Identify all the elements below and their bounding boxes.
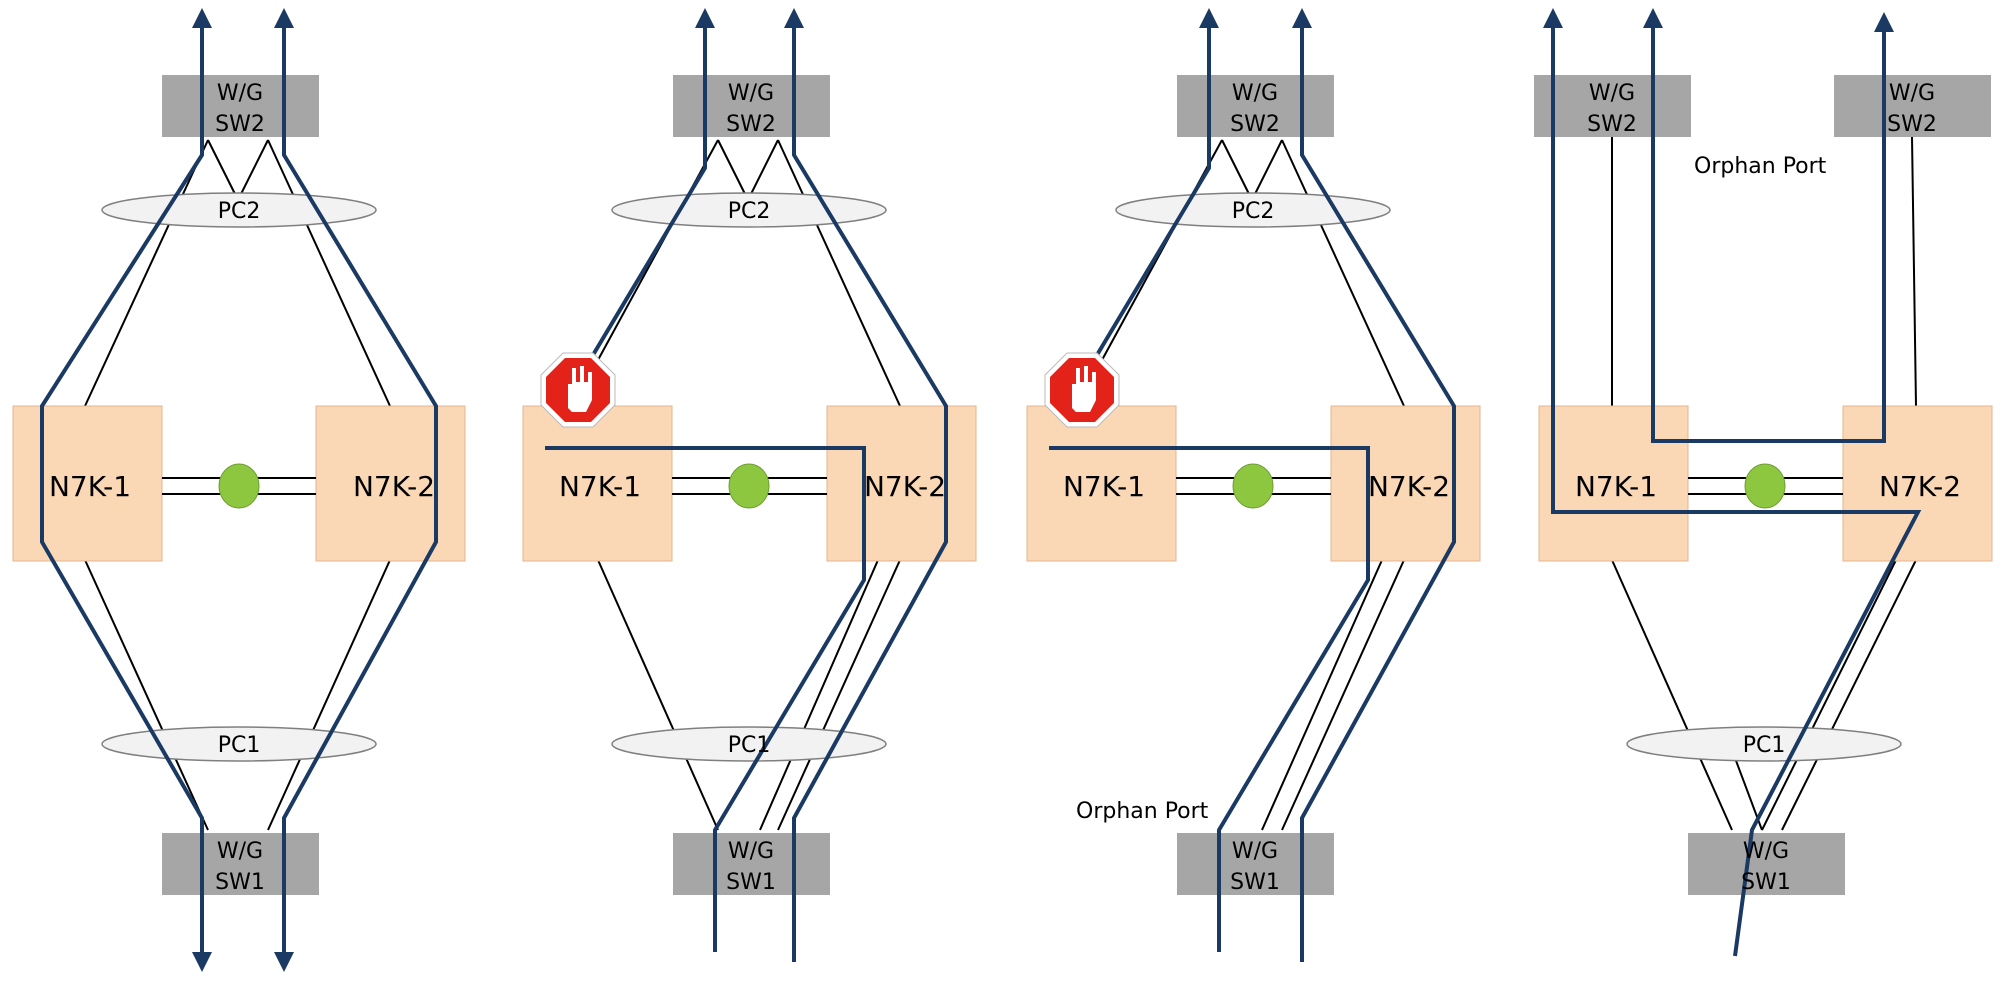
- nexus-n7k2: [826, 405, 977, 562]
- stop-sign-icon: [540, 352, 616, 428]
- traffic-paths: [545, 7, 948, 962]
- sw1-label-line1: W/G: [1743, 839, 1789, 864]
- pc1-label: PC1: [1743, 733, 1786, 758]
- port-channel-pc1: [611, 726, 887, 762]
- n7k1-label: N7K-1: [1575, 470, 1657, 503]
- n7k2-label: N7K-2: [353, 470, 435, 503]
- sw2-label-line2: SW2: [215, 112, 265, 137]
- sw2-label-line1: W/G: [217, 81, 263, 106]
- panel-4: W/G SW2 W/G SW2 W/G SW1 PC1 N7K-1 N7K-2 …: [1534, 7, 1993, 957]
- n7k2-label: N7K-2: [864, 470, 946, 503]
- switch-sw2-right: [1834, 75, 1991, 137]
- nexus-n7k2: [1842, 405, 1993, 562]
- sw2-right-label-line2: SW2: [1887, 112, 1937, 137]
- port-channel-pc2: [1115, 192, 1391, 228]
- switch-sw1: [1688, 833, 1845, 895]
- sw2-label-line2: SW2: [1230, 112, 1280, 137]
- traffic-paths: [40, 7, 438, 972]
- pc2-label: PC2: [218, 199, 261, 224]
- n7k2-label: N7K-2: [1879, 470, 1961, 503]
- stop-sign-icon: [1044, 352, 1120, 428]
- sw1-label-line1: W/G: [1232, 839, 1278, 864]
- sw1-label-line2: SW1: [726, 870, 776, 895]
- peer-link-dot: [1232, 463, 1274, 509]
- sw2-label-line2: SW2: [726, 112, 776, 137]
- sw2-left-label-line2: SW2: [1587, 112, 1637, 137]
- orphan-port-label: Orphan Port: [1694, 154, 1827, 179]
- traffic-paths: [1049, 7, 1456, 962]
- port-channel-pc1: [101, 726, 377, 762]
- panel-1: W/G SW2 W/G SW1 PC2 PC1 N7K-1 N7K-2: [12, 7, 466, 972]
- peer-link-dot: [728, 463, 770, 509]
- sw2-left-label-line1: W/G: [1589, 81, 1635, 106]
- switch-sw2: [1177, 75, 1334, 137]
- nexus-n7k1: [12, 405, 163, 562]
- n7k1-label: N7K-1: [559, 470, 641, 503]
- n7k2-label: N7K-2: [1368, 470, 1450, 503]
- sw1-label-line2: SW1: [1230, 870, 1280, 895]
- port-channel-pc2: [611, 192, 887, 228]
- sw1-label-line2: SW1: [215, 870, 265, 895]
- nexus-n7k2: [315, 405, 466, 562]
- nexus-n7k1: [1026, 405, 1177, 562]
- peer-link-dot: [1744, 463, 1786, 509]
- pc2-label: PC2: [1232, 199, 1275, 224]
- switch-sw2: [673, 75, 830, 137]
- pc1-label: PC1: [728, 733, 771, 758]
- sw2-label-line1: W/G: [728, 81, 774, 106]
- peer-link-dot: [218, 463, 260, 509]
- n7k1-label: N7K-1: [1063, 470, 1145, 503]
- sw2-right-label-line1: W/G: [1889, 81, 1935, 106]
- n7k1-label: N7K-1: [49, 470, 131, 503]
- nexus-n7k1: [1538, 405, 1689, 562]
- pc1-label: PC1: [218, 733, 261, 758]
- orphan-port-label: Orphan Port: [1076, 799, 1209, 824]
- panel-2: W/G SW2 W/G SW1 PC2 PC1 N7K-1 N7K-2: [522, 7, 977, 962]
- sw1-label-line1: W/G: [217, 839, 263, 864]
- pc2-label: PC2: [728, 199, 771, 224]
- switch-sw1: [673, 833, 830, 895]
- switch-sw2-left: [1534, 75, 1691, 137]
- switch-sw1: [1177, 833, 1334, 895]
- nexus-n7k1: [522, 405, 673, 562]
- traffic-paths: [1543, 7, 1922, 957]
- port-channel-pc1: [1626, 726, 1902, 762]
- sw1-label-line1: W/G: [728, 839, 774, 864]
- sw1-label-line2: SW1: [1741, 870, 1791, 895]
- panel-3: W/G SW2 W/G SW1 PC2 N7K-1 N7K-2 Orphan P…: [1026, 7, 1481, 962]
- sw2-label-line1: W/G: [1232, 81, 1278, 106]
